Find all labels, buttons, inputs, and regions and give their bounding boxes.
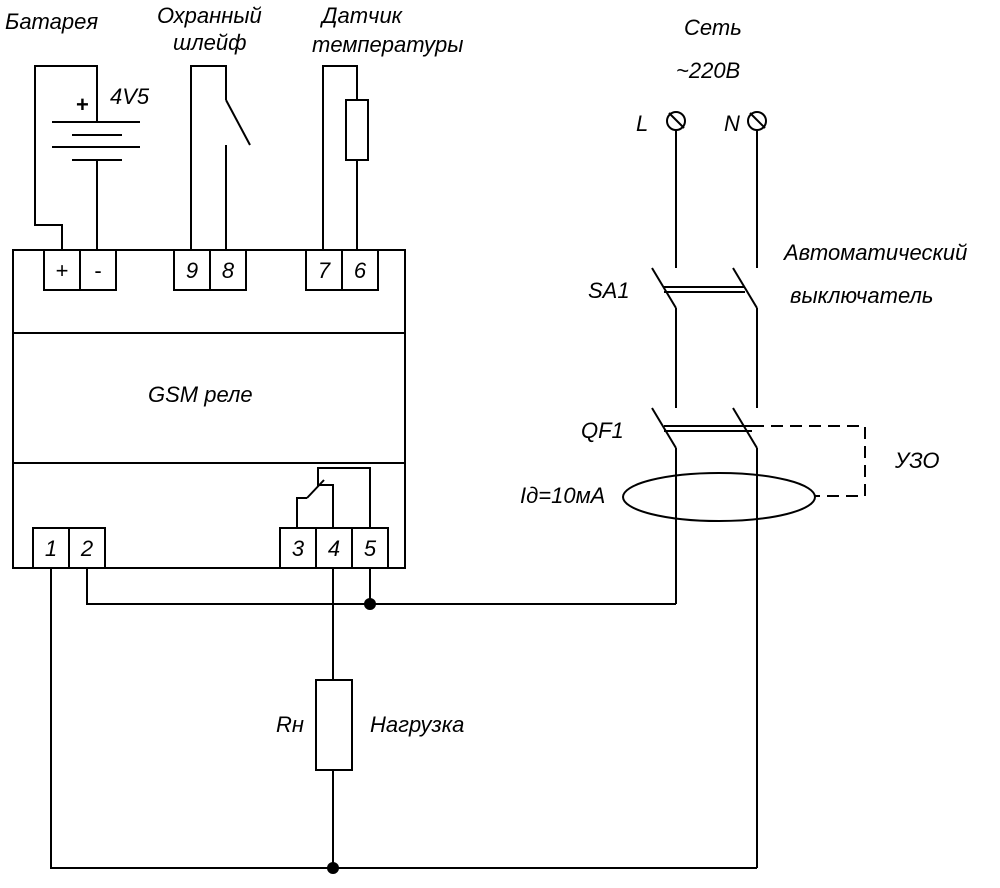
terminal-8 <box>209 249 247 291</box>
terminal-4 <box>315 527 353 569</box>
terminal-label: 9 <box>186 258 198 283</box>
terminal-label: - <box>94 258 101 283</box>
external-wiring: Rн Нагрузка <box>50 568 757 874</box>
terminal-7 <box>305 249 343 291</box>
rcd-label: УЗО <box>894 448 939 473</box>
gsm-relay: GSM реле <box>12 249 406 569</box>
temperature-sensor <box>322 65 369 250</box>
qf1-label: QF1 <box>581 418 624 443</box>
battery-label: Батарея <box>5 9 98 34</box>
terminal-label: 1 <box>45 536 57 561</box>
terminal-label: 4 <box>328 536 340 561</box>
terminal-label: 6 <box>354 258 367 283</box>
mains-terminals: L N <box>636 111 767 136</box>
mains-label-line1: Сеть <box>684 15 742 40</box>
load-resistor <box>315 679 353 771</box>
terminal-label: 8 <box>222 258 235 283</box>
battery-voltage-label: 4V5 <box>110 84 150 109</box>
gsm-relay-label: GSM реле <box>148 382 253 407</box>
security-loop-label-line2: шлейф <box>173 30 247 55</box>
load-label: Нагрузка <box>370 712 464 737</box>
load-resistor-label: Rн <box>276 712 304 737</box>
security-loop-label-line1: Охранный <box>157 3 262 28</box>
terminal-3 <box>279 527 317 569</box>
sa1-label: SA1 <box>588 278 630 303</box>
battery: + 4V5 <box>34 65 150 250</box>
battery-plus-sign: + <box>76 92 89 117</box>
terminal-battery-minus <box>79 249 117 291</box>
terminal-6 <box>341 249 379 291</box>
security-loop-switch <box>190 65 251 250</box>
bottom-terminal-block: 1 2 3 4 5 <box>32 527 389 569</box>
terminal-label: 5 <box>364 536 377 561</box>
temp-sensor-label-line1: Датчик <box>319 3 404 28</box>
leak-current-label: Iд=10мА <box>520 483 605 508</box>
top-terminal-block: + - 9 8 7 6 <box>43 249 379 291</box>
internal-relay-contact <box>296 467 371 528</box>
current-transformer-icon <box>622 472 816 522</box>
terminal-1 <box>32 527 70 569</box>
temp-sensor-label-line2: температуры <box>312 32 463 57</box>
line-N-label: N <box>724 111 740 136</box>
mains-label-line2: ~220В <box>676 58 740 83</box>
breaker-label-line2: выключатель <box>790 283 933 308</box>
terminal-label: + <box>56 258 69 283</box>
breaker-label-line1: Автоматический <box>782 240 967 265</box>
terminal-label: 3 <box>292 536 305 561</box>
terminal-label: 7 <box>318 258 331 283</box>
qf1-rcd: QF1 УЗО Iд=10мА <box>520 407 939 868</box>
line-L-label: L <box>636 111 648 136</box>
junction-dot <box>364 598 376 610</box>
sa1-automatic-switch: SA1 Автоматический выключатель <box>588 130 967 408</box>
junction-dot <box>327 862 339 874</box>
terminal-label: 2 <box>80 536 93 561</box>
